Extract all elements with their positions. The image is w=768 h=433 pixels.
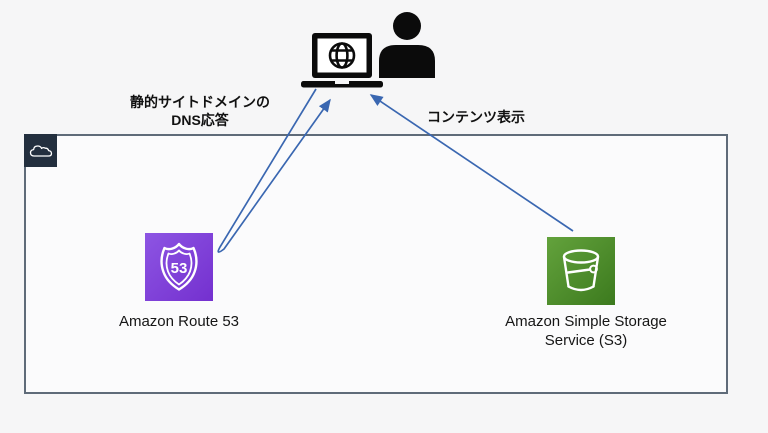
dns-response-line1: 静的サイトドメインの xyxy=(130,94,270,110)
dns-response-line2: DNS応答 xyxy=(171,112,229,128)
aws-cloud-boundary xyxy=(24,134,728,394)
route53-icon: 53 xyxy=(145,233,213,301)
s3-label-line2: Service (S3) xyxy=(544,332,628,349)
content-display-label: コンテンツ表示 xyxy=(427,109,525,125)
s3-label: Amazon Simple Storage Service (S3) xyxy=(466,312,706,350)
route53-badge: 53 xyxy=(171,260,188,277)
cloud-glyph xyxy=(29,144,52,157)
s3-bucket-icon xyxy=(547,237,615,305)
route53-label: Amazon Route 53 xyxy=(118,313,240,330)
s3-label-line1: Amazon Simple Storage xyxy=(505,313,667,330)
aws-cloud-icon xyxy=(24,134,57,167)
user-icon xyxy=(376,11,442,78)
dns-response-label: 静的サイトドメインの DNS応答 xyxy=(110,93,290,129)
laptop-globe-icon xyxy=(301,33,383,89)
